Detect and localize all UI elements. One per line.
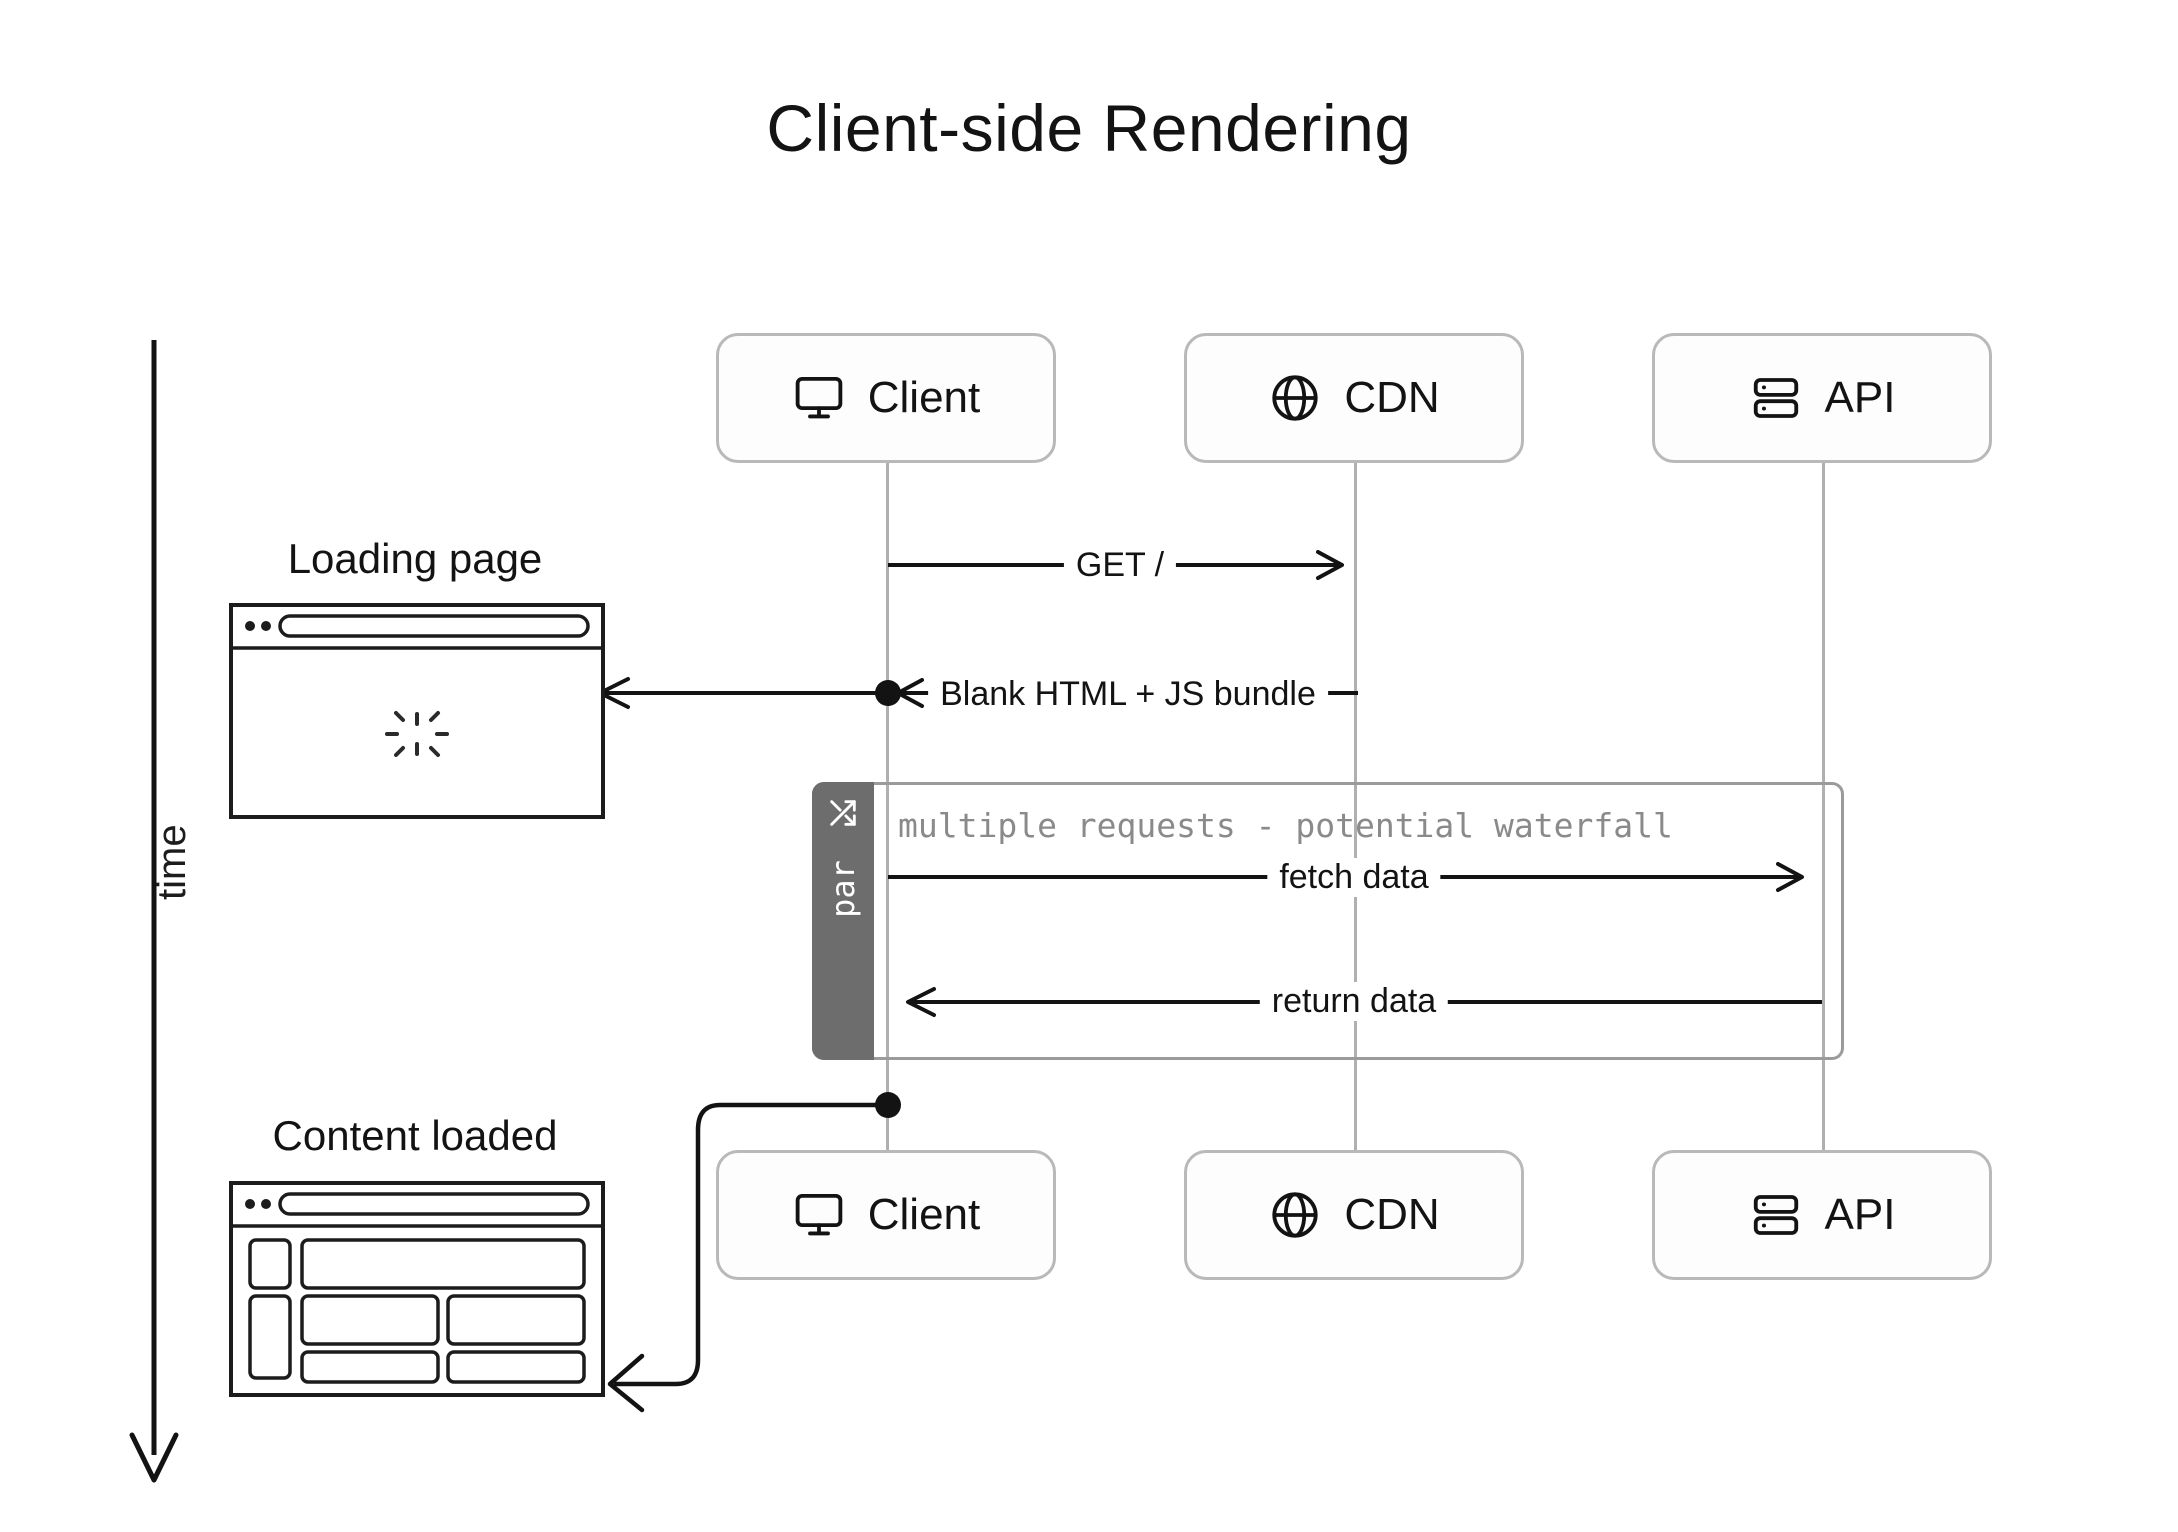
participant-label: Client — [867, 1190, 981, 1239]
page-title: Client-side Rendering — [766, 91, 1412, 165]
globe-icon — [1268, 371, 1322, 425]
message-label-blank-html: Blank HTML + JS bundle — [928, 675, 1328, 714]
lifeline-cdn — [1354, 462, 1357, 1152]
time-axis-label: time — [150, 824, 194, 900]
participant-api-bottom[interactable]: API — [1652, 1150, 1992, 1280]
loading-page-mockup — [228, 602, 606, 820]
message-label-get-root: GET / — [1063, 546, 1177, 585]
shuffle-parallel-icon — [826, 796, 860, 830]
participant-cdn-bottom[interactable]: CDN — [1184, 1150, 1524, 1280]
time-axis-arrow — [129, 340, 200, 1490]
participant-cdn-top[interactable]: CDN — [1184, 333, 1524, 463]
message-label-fetch-data: fetch data — [1267, 858, 1441, 897]
participant-label: API — [1824, 1190, 1896, 1239]
connector-to-content-loaded — [607, 1102, 891, 1413]
par-fragment-label: par — [823, 860, 862, 918]
monitor-icon — [792, 1188, 846, 1242]
par-fragment-tab[interactable]: par — [812, 782, 874, 1060]
lifeline-client — [886, 462, 889, 1152]
participant-label: API — [1824, 373, 1896, 422]
connector-to-loading-page — [598, 677, 888, 709]
loading-page-caption: Loading page — [287, 535, 543, 582]
participant-label: CDN — [1344, 1190, 1440, 1239]
participant-client-top[interactable]: Client — [716, 333, 1056, 463]
globe-icon — [1268, 1188, 1322, 1242]
participant-client-bottom[interactable]: Client — [716, 1150, 1056, 1280]
content-loaded-caption: Content loaded — [272, 1112, 558, 1159]
content-loaded-mockup — [228, 1180, 606, 1398]
server-rack-icon — [1749, 1188, 1803, 1242]
participant-api-top[interactable]: API — [1652, 333, 1992, 463]
message-label-return-data: return data — [1259, 982, 1449, 1021]
participant-label: Client — [867, 373, 981, 422]
monitor-icon — [792, 371, 846, 425]
loading-spinner-icon — [385, 711, 449, 757]
par-fragment-note: multiple requests - potential waterfall — [898, 806, 1673, 845]
participant-label: CDN — [1344, 373, 1440, 422]
server-rack-icon — [1749, 371, 1803, 425]
lifeline-api — [1822, 462, 1825, 1152]
